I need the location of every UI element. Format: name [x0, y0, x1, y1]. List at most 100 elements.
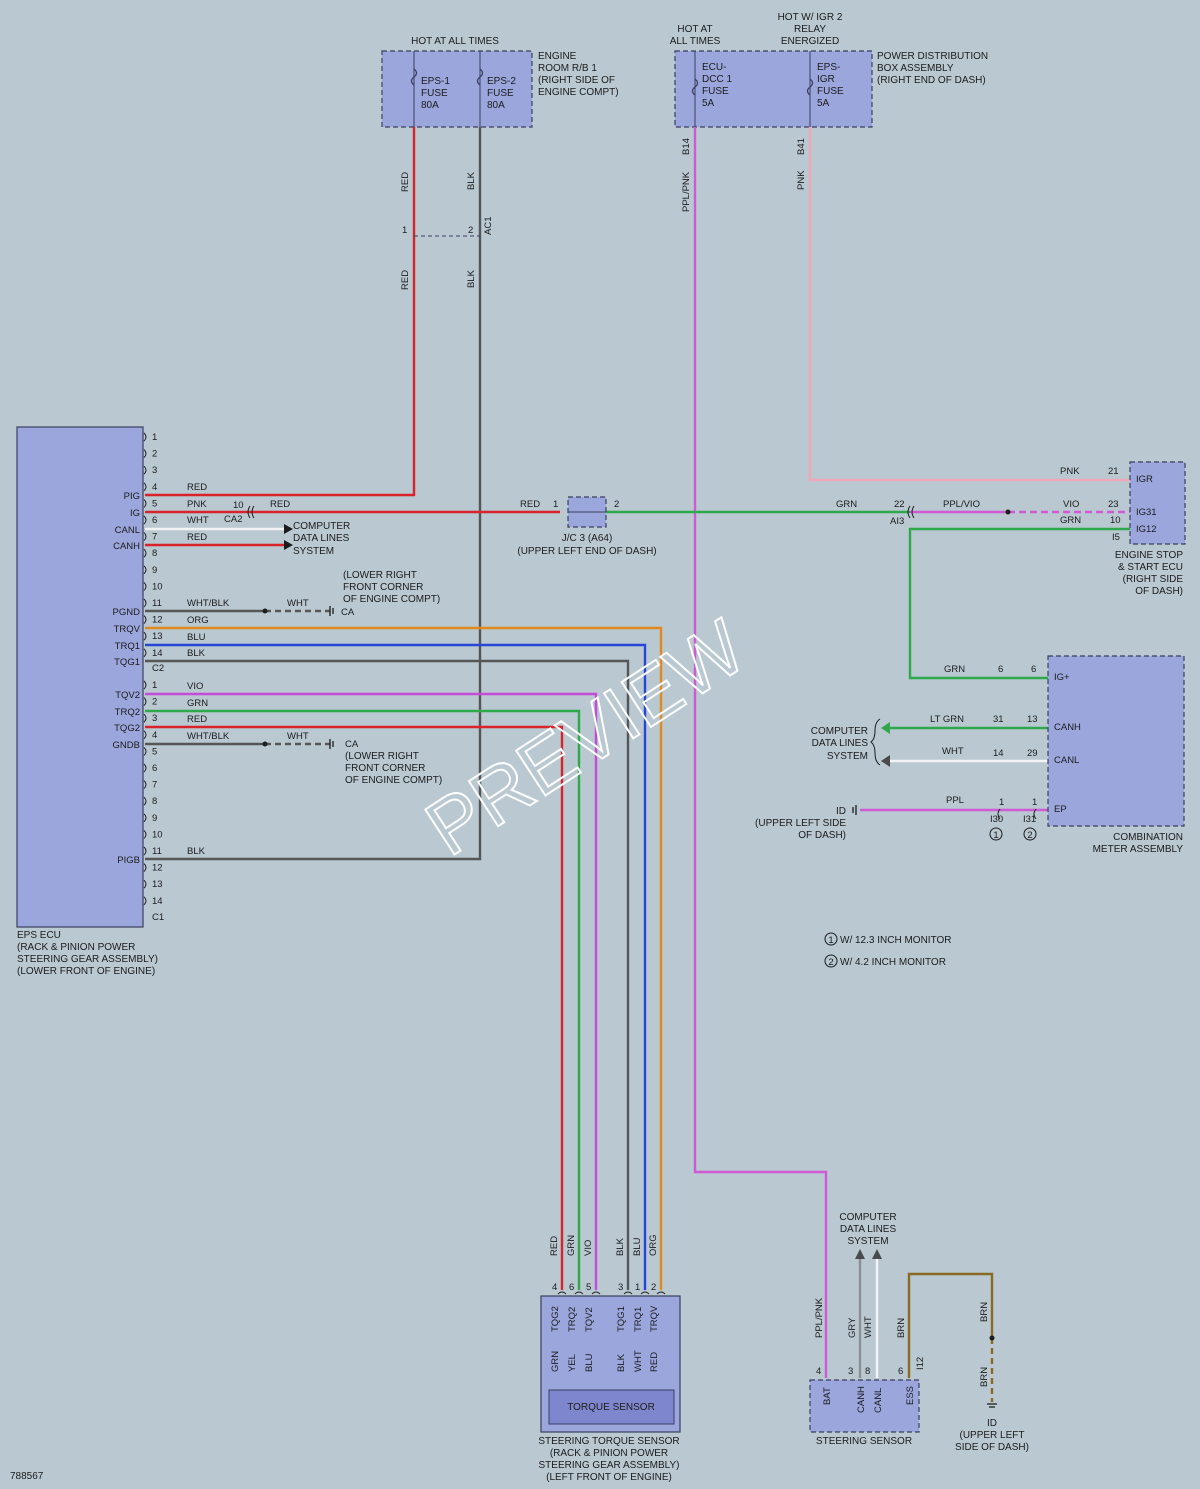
torque-pin-number: 6	[569, 1282, 574, 1293]
terminal-pgnd: PGND	[113, 607, 141, 618]
torque-internal-wire-label: YEL	[567, 1354, 578, 1372]
torque-pin-number: 5	[586, 1282, 591, 1293]
connector-ca2: 10 CA2 RED	[224, 499, 290, 525]
steering-torque-sensor: TORQUE SENSOR STEERING TORQUE SENSOR (RA…	[538, 1282, 681, 1483]
wire-label-wht: WHT	[287, 731, 309, 742]
terminal-trq1: TRQ1	[115, 641, 140, 652]
pin-tick-icon	[143, 697, 147, 706]
meter-label: COMBINATION	[1113, 832, 1183, 843]
fuse-icon	[410, 68, 418, 86]
wire-label-red: RED	[549, 1236, 560, 1256]
terminal-bat: BAT	[822, 1387, 833, 1405]
wire-grn-ig12	[908, 527, 1130, 680]
wire-label-grn: GRN	[836, 499, 857, 510]
splice-dot	[1005, 509, 1011, 515]
i30-label: I30	[990, 814, 1003, 825]
wire-label-pnk: PNK	[187, 499, 207, 510]
fuse-eps2-label: 80A	[487, 100, 505, 111]
pin-1: 1	[999, 797, 1004, 808]
ground-id-location: (UPPER LEFT SIDE	[755, 818, 846, 829]
splice-dot	[262, 741, 268, 747]
steering-sensor: STEERING SENSOR BAT CANH CANL ESS 4 3 8 …	[809, 1212, 1029, 1453]
relay-block-location-line: ROOM R/B 1	[538, 63, 597, 74]
torque-internal-wire-label: GRN	[550, 1351, 561, 1372]
arrow-left-icon	[881, 722, 890, 734]
computer-data-lines-meter: COMPUTER DATA LINES SYSTEM	[811, 718, 890, 767]
hot-at-all-times-label: HOT AT ALL TIMES	[411, 36, 499, 47]
relay-block-location-line: ENGINE	[538, 51, 577, 62]
pin-tick-icon	[143, 747, 147, 756]
ecu-pin-number: 14	[152, 896, 163, 907]
data-lines-label: SYSTEM	[847, 1236, 888, 1247]
ground-icon	[852, 805, 857, 815]
terminal-trq2: TRQ2	[115, 707, 140, 718]
torque-sensor-label: STEERING TORQUE SENSOR	[538, 1436, 679, 1447]
terminal-canl: CANL	[873, 1388, 884, 1413]
i31-label: I31	[1023, 814, 1036, 825]
engine-stop-ecu-label: OF DASH)	[1135, 586, 1183, 597]
wire-label-red: RED	[400, 172, 411, 192]
fuse-eps1-label: FUSE	[421, 88, 448, 99]
ecu-pin-number: 8	[152, 548, 157, 559]
wire-label-blu: BLU	[632, 1237, 643, 1256]
pin-tick-icon	[557, 1291, 567, 1295]
pin-4: 4	[816, 1366, 821, 1377]
engine-stop-ecu-label: (RIGHT SIDE	[1123, 574, 1184, 585]
wire-brn-ess	[907, 1272, 994, 1378]
pin-tick-icon	[143, 830, 147, 839]
torque-internal-wire-label: BLK	[616, 1353, 627, 1372]
wire-label-blk: BLK	[187, 846, 206, 857]
ecu-pin-number: 8	[152, 796, 157, 807]
ground-location-line: FRONT CORNER	[345, 763, 425, 774]
connector-icon	[997, 808, 1037, 820]
fuse-icon	[691, 78, 699, 96]
torque-sensor-label: (LEFT FRONT OF ENGINE)	[546, 1472, 672, 1483]
pin-tick-icon	[143, 499, 147, 508]
torque-terminal-label: TRQV	[649, 1305, 660, 1332]
pin-tick-icon	[143, 615, 147, 624]
wire-red-tqg2	[145, 725, 564, 1290]
wire-label-grn: GRN	[1060, 515, 1081, 526]
splice-dot	[262, 608, 268, 614]
wire-label-grn: GRN	[566, 1235, 577, 1256]
torque-internal-wire-label: RED	[649, 1352, 660, 1372]
terminal-ig: IG	[130, 508, 140, 519]
wire-label-ppl-pnk: PPL/PNK	[814, 1297, 825, 1338]
hot-with-igr2-label: RELAY	[794, 24, 826, 35]
torque-pin-number: 3	[618, 1282, 623, 1293]
pin-23: 23	[1108, 499, 1119, 510]
pin-tick-icon	[143, 680, 147, 690]
pin-6: 6	[898, 1366, 903, 1377]
wire-label-brn: BRN	[979, 1302, 990, 1322]
ecu-pin-number: 13	[152, 631, 163, 642]
pin-8: 8	[865, 1366, 870, 1377]
torque-internal-wire-label: BLU	[584, 1353, 595, 1372]
eps-ecu-label-line: (LOWER FRONT OF ENGINE)	[17, 966, 155, 977]
ecu-pin-number: 12	[152, 863, 163, 874]
wire-label-org: ORG	[187, 615, 209, 626]
terminal-canh: CANH	[113, 541, 140, 552]
torque-pin-number: 4	[552, 1282, 557, 1293]
pin-tick-icon	[143, 432, 147, 442]
terminal-ep: EP	[1054, 804, 1067, 815]
engine-stop-ecu-label: & START ECU	[1118, 562, 1183, 573]
terminal-ig12: IG12	[1136, 524, 1157, 535]
ecu-pin-number: 11	[152, 846, 162, 857]
diagram-id: 788567	[10, 1471, 44, 1482]
engine-stop-start-ecu: IGR IG31 IG12 ENGINE STOP & START ECU (R…	[1115, 461, 1186, 597]
data-lines-label: COMPUTER	[839, 1212, 896, 1223]
ai3-label: AI3	[890, 516, 904, 527]
pin-tick-icon	[640, 1291, 650, 1295]
terminal-trqv: TRQV	[114, 624, 141, 635]
pin-tick-icon	[143, 449, 147, 458]
pin-tick-icon	[574, 1291, 584, 1295]
i5-label: I5	[1112, 532, 1120, 543]
variant-mark: 2	[1027, 830, 1032, 841]
ground-icon	[329, 739, 334, 749]
variant-mark: 1	[828, 935, 833, 946]
pdb-location-line: BOX ASSEMBLY	[877, 63, 954, 74]
data-lines-label: SYSTEM	[293, 546, 334, 557]
pin-tick-icon	[143, 582, 147, 591]
data-lines-label: DATA LINES	[293, 533, 350, 544]
relay-block-location-line: (RIGHT SIDE OF	[538, 75, 615, 86]
